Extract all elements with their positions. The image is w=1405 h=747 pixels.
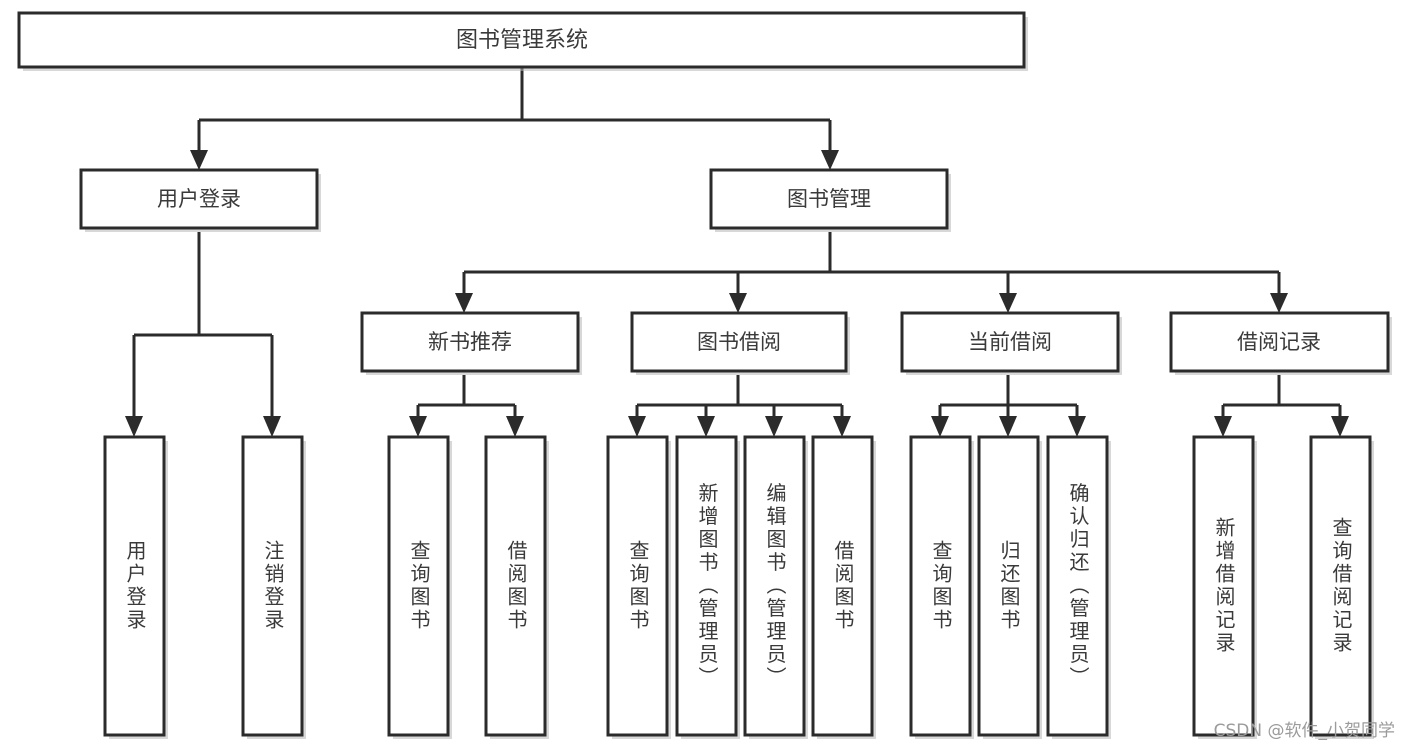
arrow-head-user-login [190, 150, 208, 170]
node-root-label: 图书管理系统 [456, 28, 588, 53]
arrow-head-borrow-record-leaf1 [1214, 416, 1232, 437]
leaf-book-borrow-1[interactable]: 查询图书 [606, 435, 671, 739]
node-borrow-record-label: 借阅记录 [1237, 330, 1321, 354]
leaf-current-borrow-2-box [977, 435, 1040, 737]
arrow-head-current-borrow [999, 293, 1017, 313]
node-new-book-recommend-box [360, 311, 580, 373]
leaf-book-borrow-4-label: 借阅图书 [831, 540, 855, 632]
node-user-login-box [79, 168, 319, 230]
leaf-current-borrow-1-box [909, 435, 972, 737]
arrow-head-borrow-record-leaf2 [1331, 416, 1349, 437]
leaf-current-borrow-3[interactable]: 确认归还（管理员） [1046, 435, 1111, 739]
leaf-new-book-1-box [387, 435, 450, 737]
leaf-current-borrow-2-label: 归还图书 [997, 540, 1021, 632]
leaf-current-borrow-3-box [1046, 435, 1109, 737]
leaf-book-borrow-1-label: 查询图书 [626, 540, 650, 632]
leaf-borrow-record-2[interactable]: 查询借阅记录 [1309, 435, 1374, 739]
node-book-manage[interactable]: 图书管理 [709, 168, 951, 232]
leaf-current-borrow-1-label: 查询图书 [929, 540, 953, 632]
leaf-book-borrow-2[interactable]: 新增图书（管理员） [675, 435, 740, 739]
node-current-borrow[interactable]: 当前借阅 [900, 311, 1122, 375]
leaf-borrow-record-1-label: 新增借阅记录 [1212, 517, 1236, 655]
node-borrow-record[interactable]: 借阅记录 [1169, 311, 1392, 375]
leaf-user-login-2-label: 注销登录 [261, 540, 285, 632]
arrow-head-book-borrow [729, 293, 747, 313]
leaf-book-borrow-3-box [743, 435, 806, 737]
node-book-borrow-box [630, 311, 848, 373]
leaf-user-login-1-box [103, 435, 166, 737]
leaf-new-book-2-label: 借阅图书 [504, 540, 528, 632]
node-book-borrow[interactable]: 图书借阅 [630, 311, 850, 375]
arrow-head-book-manage [821, 150, 839, 170]
node-current-borrow-box [900, 311, 1120, 373]
node-current-borrow-label: 当前借阅 [968, 330, 1052, 354]
leaf-new-book-2[interactable]: 借阅图书 [484, 435, 549, 739]
arrow-head-borrow-record [1270, 293, 1288, 313]
leaf-user-login-1[interactable]: 用户登录 [103, 435, 168, 739]
arrow-head-new-book-leaf2 [506, 416, 524, 437]
leaf-book-borrow-3-label: 编辑图书（管理员） [763, 482, 787, 689]
arrow-head-current-borrow-leaf3 [1068, 416, 1086, 437]
arrow-head-new-book-leaf1 [409, 416, 427, 437]
leaf-user-login-1-label: 用户登录 [123, 540, 147, 632]
node-book-borrow-label: 图书借阅 [697, 330, 781, 354]
leaf-current-borrow-1[interactable]: 查询图书 [909, 435, 974, 739]
leaf-book-borrow-2-box [675, 435, 738, 737]
leaf-book-borrow-4-box [811, 435, 874, 737]
leaf-borrow-record-2-label: 查询借阅记录 [1329, 517, 1353, 655]
leaf-borrow-record-2-box [1309, 435, 1372, 737]
csdn-watermark: CSDN @软件_小贺同学 [1213, 721, 1395, 741]
node-user-login[interactable]: 用户登录 [79, 168, 321, 232]
node-root-box [17, 11, 1026, 69]
connector-layer [125, 67, 1349, 437]
arrow-head-book-borrow-leaf2 [697, 416, 715, 437]
leaf-user-login-2[interactable]: 注销登录 [241, 435, 306, 739]
leaf-book-borrow-4[interactable]: 借阅图书 [811, 435, 876, 739]
leaf-book-borrow-1-box [606, 435, 669, 737]
leaf-user-login-2-box [241, 435, 304, 737]
node-user-login-label: 用户登录 [157, 187, 241, 211]
arrow-head-user-login-leaf2 [263, 416, 281, 437]
arrow-head-user-login-leaf1 [125, 416, 143, 437]
arrow-head-book-borrow-leaf3 [765, 416, 783, 437]
leaf-borrow-record-1[interactable]: 新增借阅记录 [1192, 435, 1257, 739]
node-new-book-recommend-label: 新书推荐 [428, 330, 512, 354]
leaf-borrow-record-1-box [1192, 435, 1255, 737]
node-new-book-recommend[interactable]: 新书推荐 [360, 311, 582, 375]
node-book-manage-box [709, 168, 949, 230]
arrow-head-current-borrow-leaf2 [999, 416, 1017, 437]
node-borrow-record-box [1169, 311, 1390, 373]
leaf-book-borrow-3[interactable]: 编辑图书（管理员） [743, 435, 808, 739]
leaf-new-book-2-box [484, 435, 547, 737]
arrow-head-current-borrow-leaf1 [931, 416, 949, 437]
leaf-current-borrow-3-label: 确认归还（管理员） [1066, 482, 1090, 689]
arrow-head-book-borrow-leaf1 [628, 416, 646, 437]
arrow-head-new-book [455, 293, 473, 313]
leaf-book-borrow-2-label: 新增图书（管理员） [695, 482, 719, 689]
leaf-current-borrow-2[interactable]: 归还图书 [977, 435, 1042, 739]
leaf-new-book-1[interactable]: 查询图书 [387, 435, 452, 739]
leaf-new-book-1-label: 查询图书 [407, 540, 431, 632]
node-root[interactable]: 图书管理系统 [17, 11, 1028, 71]
node-book-manage-label: 图书管理 [787, 187, 871, 211]
arrow-head-book-borrow-leaf4 [833, 416, 851, 437]
